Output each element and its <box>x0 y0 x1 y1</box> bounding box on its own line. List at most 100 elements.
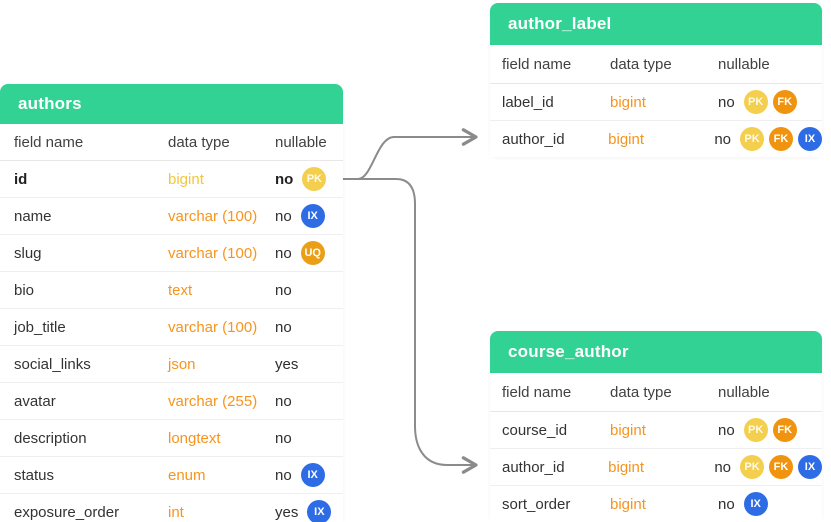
table-author-label-header[interactable]: author_label <box>490 3 822 45</box>
field-name: bio <box>14 281 35 299</box>
field-name: id <box>14 170 28 188</box>
column-header-row: field name data type nullable <box>490 45 822 84</box>
field-type: json <box>168 355 196 373</box>
table-course-author-header[interactable]: course_author <box>490 331 822 373</box>
pk-badge: PK <box>743 418 768 442</box>
nullable-value: no <box>718 495 735 513</box>
table-authors-header[interactable]: authors <box>0 84 343 124</box>
column-header-nullable: nullable <box>718 383 770 401</box>
field-type: varchar (100) <box>168 207 258 225</box>
ix-badge: IX <box>307 500 332 522</box>
column-header-nullable: nullable <box>718 55 770 73</box>
pk-badge: PK <box>740 127 764 151</box>
table-row-id[interactable]: id bigint no PK <box>0 161 343 198</box>
pk-badge: PK <box>302 167 327 191</box>
nullable-value: no <box>275 392 292 410</box>
field-nullable: no <box>275 430 343 447</box>
table-authors: authors field name data type nullable id bi… <box>0 84 343 522</box>
field-name: description <box>14 429 87 447</box>
field-name: author_id <box>502 130 565 148</box>
relation-authors-id-to-course_author-author_id[interactable] <box>342 178 478 474</box>
relation-authors-id-to-author_label-author_id[interactable] <box>342 128 478 180</box>
ix-badge: IX <box>300 463 325 487</box>
badge-group: UQ <box>300 241 325 265</box>
fk-badge: FK <box>769 455 793 479</box>
table-title: course_author <box>508 342 629 361</box>
column-header-field-name: field name <box>14 133 84 151</box>
nullable-value: no <box>275 318 292 336</box>
table-title: authors <box>18 94 82 113</box>
nullable-value: no <box>714 130 731 148</box>
nullable-value: no <box>275 170 294 188</box>
uq-badge: UQ <box>300 241 325 265</box>
column-header-data-type: data type <box>168 133 230 151</box>
nullable-value: no <box>275 244 292 262</box>
field-name: label_id <box>502 93 554 111</box>
field-name: slug <box>14 244 42 262</box>
field-type: int <box>168 503 184 521</box>
field-name: name <box>14 207 52 225</box>
field-nullable: no PK <box>275 167 343 191</box>
field-type: enum <box>168 466 206 484</box>
nullable-value: no <box>275 207 292 225</box>
fk-badge: FK <box>772 418 797 442</box>
field-type: longtext <box>168 429 221 447</box>
badge-group: IX <box>743 492 768 516</box>
field-name: exposure_order <box>14 503 120 521</box>
table-author-label: author_label field name data type nullable… <box>490 3 822 157</box>
ix-badge: IX <box>798 455 822 479</box>
nullable-value: no <box>714 458 731 476</box>
field-type: bigint <box>608 458 645 476</box>
column-header-field-name: field name <box>502 383 572 401</box>
field-type: bigint <box>608 130 645 148</box>
field-type: varchar (100) <box>168 244 258 262</box>
column-header-data-type: data type <box>610 55 672 73</box>
field-type: text <box>168 281 193 299</box>
table-row-slug[interactable]: slug varchar (100) no UQ <box>0 235 343 272</box>
pk-badge: PK <box>743 90 768 114</box>
badge-group: PK <box>302 167 327 191</box>
badge-group: IX <box>300 463 325 487</box>
field-type: varchar (100) <box>168 318 258 336</box>
nullable-value: no <box>718 93 735 111</box>
field-type: bigint <box>168 170 204 188</box>
field-type: bigint <box>610 421 646 439</box>
badge-group: IX <box>307 500 332 522</box>
column-header-nullable: nullable <box>275 133 327 151</box>
table-row-description[interactable]: description longtext no <box>0 420 343 457</box>
field-name: sort_order <box>502 495 571 513</box>
column-header-field-name: field name <box>502 55 572 73</box>
column-header-data-type: data type <box>610 383 672 401</box>
field-nullable: no <box>275 393 343 410</box>
field-name: author_id <box>502 458 565 476</box>
table-course-author: course_author field name data type nullabl… <box>490 331 822 522</box>
column-header-row: field name data type nullable <box>0 124 343 161</box>
field-nullable: no UQ <box>275 241 343 265</box>
field-type: bigint <box>610 93 646 111</box>
field-name: course_id <box>502 421 568 439</box>
